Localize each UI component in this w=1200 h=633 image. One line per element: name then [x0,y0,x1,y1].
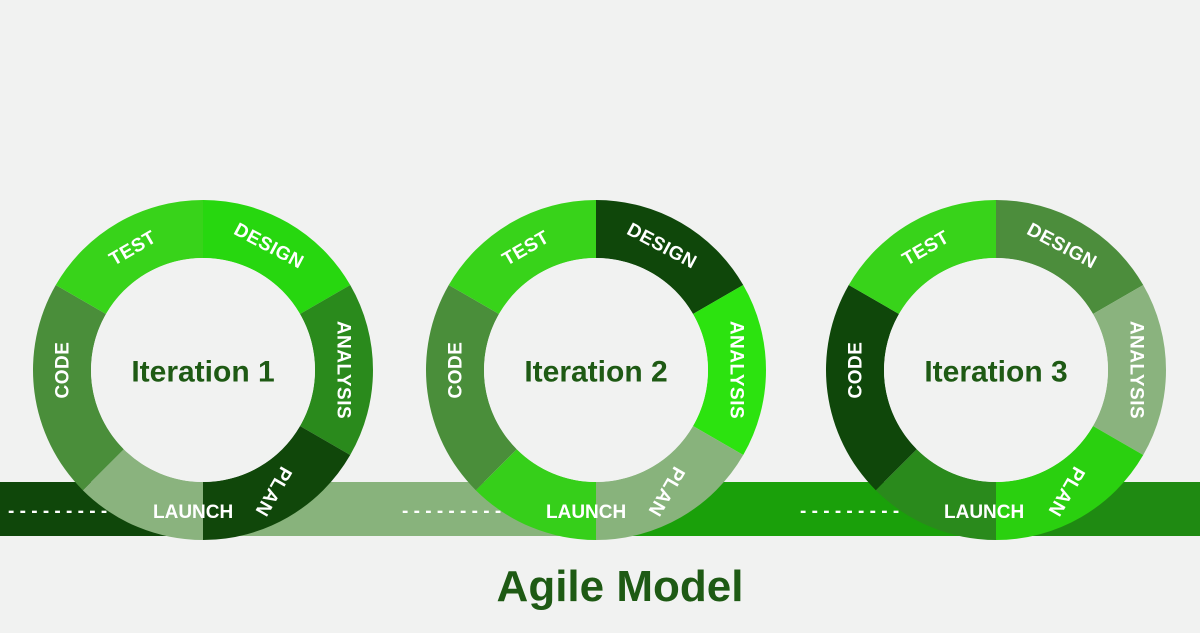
launch-label-1: LAUNCH [153,502,233,523]
ring-segment-analysis [299,285,373,455]
launch-dashes-2: - - - - - - - - - [402,501,501,522]
ring-center [91,258,315,482]
launch-label-2: LAUNCH [546,502,626,523]
ring-segment-code [32,285,124,491]
launch-label-3: LAUNCH [944,502,1024,523]
ring-segment-design [996,200,1144,314]
diagram-title: Agile Model [497,562,744,611]
ring-segment-analysis [1092,285,1166,455]
ring-segment-code [426,285,517,491]
ring-segment-plan [596,426,744,540]
phase-label-analysis: ANALYSIS [333,321,354,419]
iteration-label: Iteration 2 [524,356,667,389]
ring-segment-bottom [475,449,596,540]
phase-label-code: CODE [846,342,867,399]
phase-label-analysis: ANALYSIS [726,321,747,419]
ring-segment-test [448,200,596,314]
phase-label-analysis: ANALYSIS [1126,321,1147,419]
ring-segment-analysis [692,285,766,455]
ring-segment-code [826,285,917,491]
ring-segment-design [203,200,351,314]
ring-segment-bottom [82,449,203,540]
ring-segment-bottom [875,449,996,540]
ring-segment-plan [996,426,1144,540]
launch-dashes-3: - - - - - - - - - [800,501,899,522]
ring-center [884,258,1108,482]
ring-segment-test [55,200,203,314]
launch-labels: - - - - - - - - - LAUNCH - - - - - - - -… [8,501,1024,523]
iteration-label: Iteration 3 [924,356,1067,389]
ring-center [484,258,708,482]
iteration-label: Iteration 1 [131,356,274,389]
ring-segment-plan [203,426,351,540]
ring-segment-design [596,200,744,314]
ring-segment-test [848,200,996,314]
phase-label-code: CODE [53,342,74,399]
phase-label-code: CODE [446,342,467,399]
launch-dashes-1: - - - - - - - - - [8,501,107,522]
